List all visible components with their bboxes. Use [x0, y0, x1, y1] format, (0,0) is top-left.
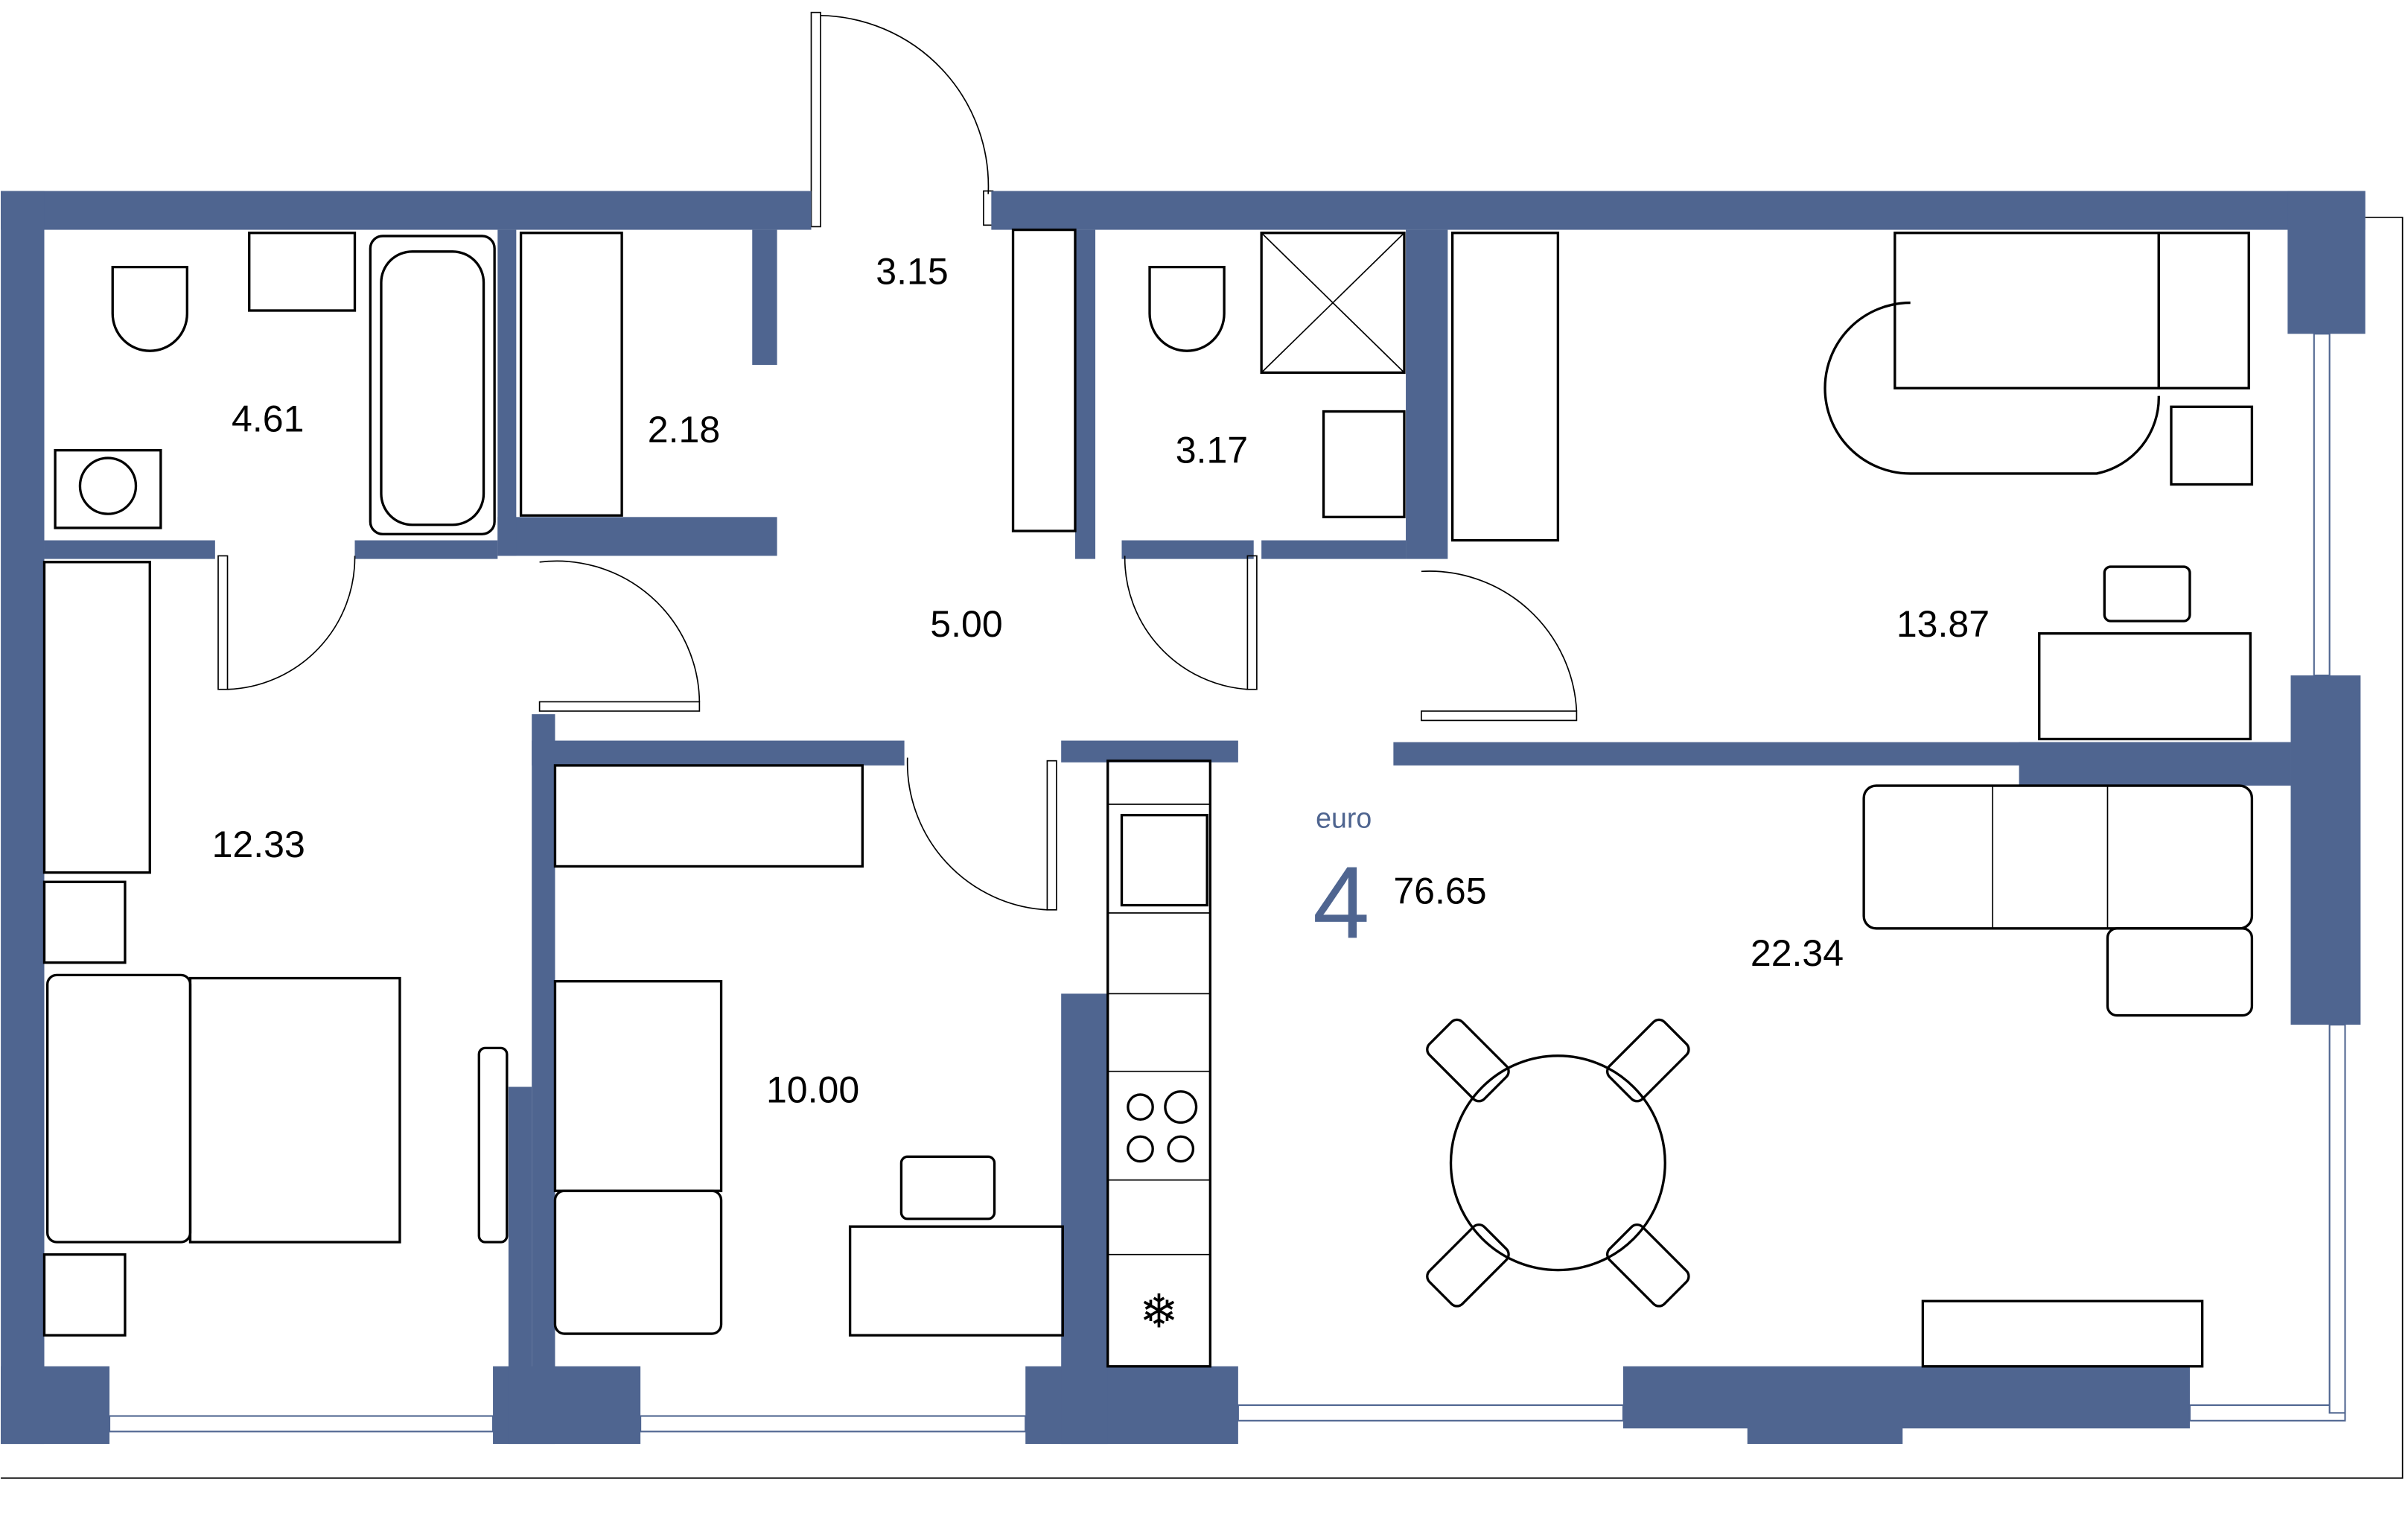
furniture: ❄ — [42, 228, 2254, 1368]
room-area-hall: 5.00 — [930, 603, 1002, 645]
entrance-door[interactable] — [810, 11, 994, 228]
toilet — [111, 265, 188, 352]
toilet-2 — [1148, 265, 1226, 352]
windows — [109, 333, 2346, 1433]
summary-label: euro — [1316, 802, 1372, 833]
room-count: 4 — [1313, 845, 1370, 960]
room-area-kitchen-living: 22.34 — [1751, 932, 1844, 974]
shoe-cabinet — [1011, 228, 1077, 532]
apartment-summary: euro 4 76.65 — [1313, 802, 1487, 960]
desk-1 — [2038, 632, 2252, 741]
sofa — [1862, 784, 2254, 930]
room-area-entrance: 3.15 — [876, 251, 948, 293]
bed-2 — [188, 976, 401, 1244]
closet-3 — [553, 764, 864, 868]
room-labels: 4.61 2.18 3.15 3.17 5.00 13.87 12.33 10.… — [212, 251, 1990, 1111]
bed-3 — [553, 980, 723, 1192]
sink-2 — [1322, 410, 1406, 518]
dining-table — [1449, 1054, 1666, 1272]
room-area-bedroom-3: 10.00 — [766, 1069, 859, 1110]
sink — [248, 232, 357, 312]
room-area-bedroom-1: 13.87 — [1896, 603, 1990, 645]
kitchen-units — [1106, 759, 1212, 1368]
wardrobe-shelf — [519, 232, 623, 517]
desk-2 — [848, 1225, 1064, 1337]
tv-stand — [1921, 1299, 2204, 1368]
room-area-bedroom-2: 12.33 — [212, 824, 305, 865]
closet — [1450, 232, 1560, 542]
interior-doors[interactable] — [217, 555, 1578, 911]
shower — [1260, 232, 1406, 375]
total-area: 76.65 — [1393, 870, 1486, 911]
room-area-wardrobe: 2.18 — [648, 409, 720, 451]
bed-1 — [1893, 232, 2160, 389]
room-area-bathroom-2: 3.17 — [1176, 429, 1248, 471]
bathtub — [369, 235, 496, 535]
washing-machine — [54, 448, 162, 529]
walls — [1, 191, 2366, 1445]
room-area-bathroom-1: 4.61 — [232, 398, 304, 440]
svg-text:❄: ❄ — [1139, 1285, 1178, 1339]
closet-2 — [42, 561, 151, 874]
